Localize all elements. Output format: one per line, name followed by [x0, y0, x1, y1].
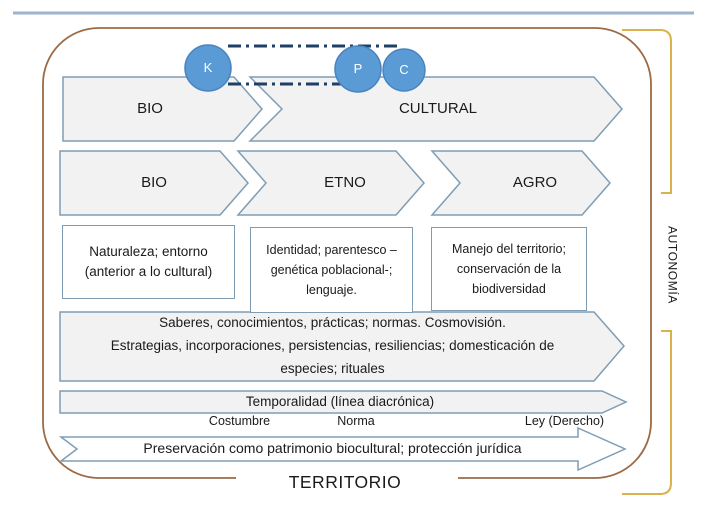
preservacion-arrow-shape: [58, 426, 627, 472]
manejo-box-text: Manejo del territorio; conservación de l…: [452, 242, 566, 296]
autonomia-bracket-top: [622, 29, 672, 194]
territorio-label: TERRITORIO: [288, 472, 402, 493]
etno-arrow-shape: [236, 150, 425, 216]
agro-arrow-label: AGRO: [512, 173, 558, 191]
autonomia-bracket-bottom: [622, 330, 672, 495]
territorio-label-gap: [236, 468, 458, 488]
timeline-label-ley: Ley (Derecho): [524, 414, 605, 429]
cultural-arrow-shape: [248, 76, 623, 142]
c-circle: [382, 48, 426, 92]
identidad-box-text: Identidad; parentesco – genética poblaci…: [266, 243, 397, 297]
etno-arrow-label: ETNO: [324, 173, 366, 191]
bio-arrow-label-row2: BIO: [141, 173, 167, 191]
timeline-label-norma: Norma: [337, 414, 375, 429]
identidad-box: Identidad; parentesco – genética poblaci…: [250, 227, 413, 313]
naturaleza-box: Naturaleza; entorno (anterior a lo cultu…: [62, 225, 235, 299]
c-circle-label: C: [399, 61, 409, 77]
k-circle-label: K: [203, 59, 213, 75]
bio-arrow-label-row1: BIO: [137, 99, 163, 117]
cultural-arrow-label: CULTURAL: [398, 99, 478, 117]
naturaleza-box-text: Naturaleza; entorno (anterior a lo cultu…: [84, 243, 213, 279]
manejo-box: Manejo del territorio; conservación de l…: [431, 227, 587, 311]
preservacion-arrow-label: Preservación como patrimonio biocultural…: [143, 440, 522, 457]
p-circle-label: P: [353, 60, 363, 76]
timeline-label-costumbre: Costumbre: [208, 414, 271, 429]
p-circle: [334, 45, 382, 93]
k-circle: [184, 44, 232, 92]
saberes-arrow-label: Saberes, conocimientos, prácticas; norma…: [110, 315, 555, 376]
saberes-arrow-shape: [59, 311, 625, 382]
temporalidad-arrow-label: Temporalidad (línea diacrónica): [245, 393, 435, 409]
autonomia-label: AUTONOMÍA: [665, 226, 680, 304]
agro-arrow-shape: [430, 150, 611, 216]
temporalidad-arrow-shape: [59, 390, 628, 414]
bio-arrow-shape-row2: [59, 150, 249, 216]
